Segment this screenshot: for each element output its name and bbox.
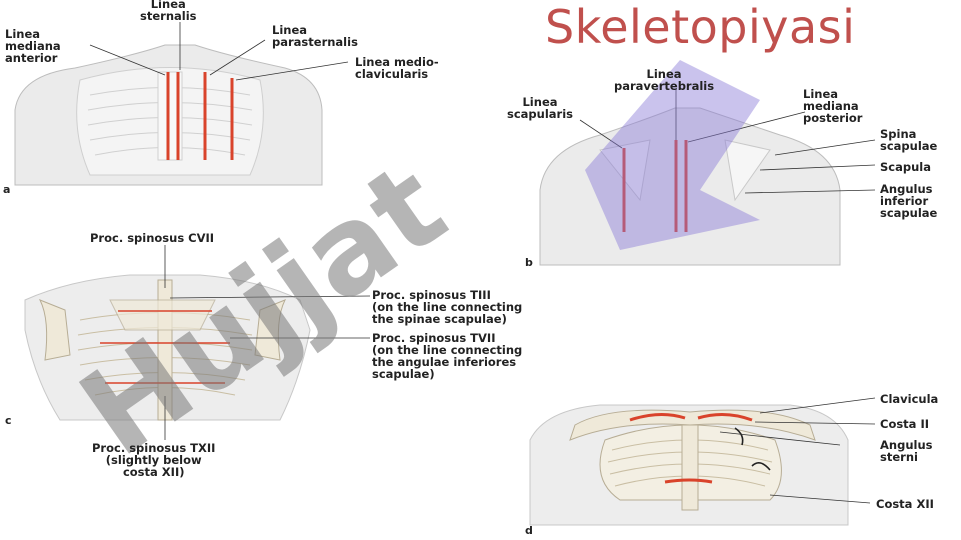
label-linea-medioclavicularis: Linea medio- clavicularis (355, 55, 439, 81)
label-spina-scapulae: Spina scapulae (880, 127, 938, 153)
label-costa-xii: Costa XII (876, 497, 934, 511)
panel-letter-b: b (525, 256, 533, 269)
label-proc-tiii: Proc. spinosus TIII (on the line connect… (372, 288, 523, 326)
panel-letter-a: a (3, 183, 11, 196)
panel-letter-c: c (5, 414, 12, 427)
label-scapula: Scapula (880, 160, 931, 174)
watermark-logo (585, 60, 760, 250)
label-linea-parasternalis: Linea parasternalis (272, 23, 358, 49)
label-angulus-inferior: Angulus inferior scapulae (880, 182, 938, 220)
panel-c-skeleton (24, 245, 371, 440)
watermark: Hujjat (60, 60, 760, 484)
label-linea-scapularis: Linea scapularis (507, 95, 574, 121)
label-linea-sternalis: Linea sternalis (140, 0, 197, 23)
label-linea-mediana-posterior: Linea mediana posterior (803, 87, 863, 125)
label-proc-cvii: Proc. spinosus CVII (90, 231, 215, 245)
panel-a-torso (14, 22, 349, 186)
label-linea-paravertebralis: Linea paravertebralis (614, 67, 715, 93)
label-linea-mediana-anterior: Linea mediana anterior (5, 27, 61, 65)
panel-d-skeleton (529, 397, 876, 526)
label-clavicula: Clavicula (880, 392, 939, 406)
label-costa-ii: Costa II (880, 417, 930, 431)
panel-b-torso (539, 90, 876, 266)
label-proc-tvii: Proc. spinosus TVII (on the line connect… (372, 331, 523, 381)
label-angulus-sterni: Angulus sterni (880, 438, 933, 464)
panel-letter-d: d (525, 524, 533, 537)
slide-title: Skeletopiyasi (545, 0, 856, 54)
label-proc-txii: Proc. spinosus TXII (slightly below cost… (92, 441, 216, 479)
